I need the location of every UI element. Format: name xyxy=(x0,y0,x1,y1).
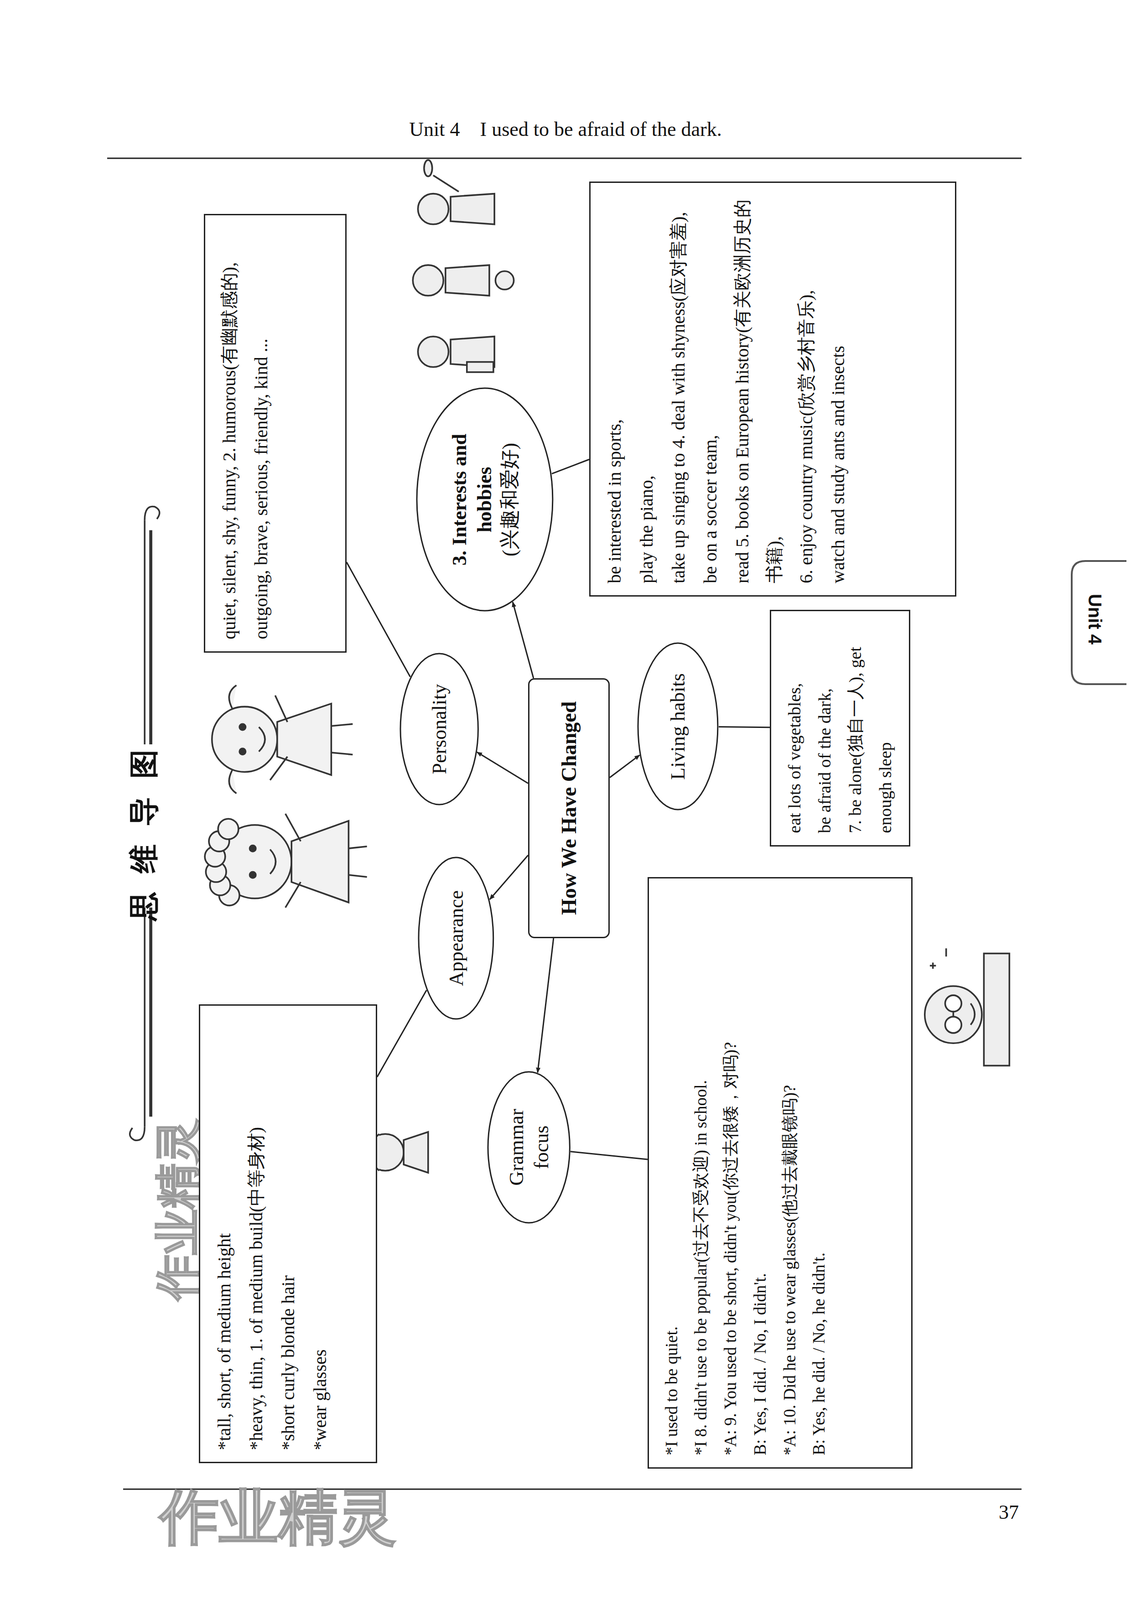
node-text: Grammar focus xyxy=(503,1093,555,1201)
boy-figure xyxy=(924,948,1010,1066)
node-text: *short curly blonde hair xyxy=(272,1017,305,1450)
node-text: eat lots of vegetables, xyxy=(779,622,810,834)
girl-figure xyxy=(204,813,368,908)
node-text: be afraid of the dark, xyxy=(809,622,841,834)
header-rule xyxy=(107,157,1022,160)
connector xyxy=(346,562,410,677)
node-text: B: Yes, he did. / No, he didn't. xyxy=(804,890,835,1456)
connector xyxy=(570,1151,648,1160)
node-text: take up singing to 4. deal with shyness(… xyxy=(662,194,695,584)
kids-figures xyxy=(412,160,514,373)
connector xyxy=(377,990,427,1077)
topic-ellipse: 3. Interests and hobbies(兴趣和爱好) xyxy=(415,387,554,613)
node-text: Appearance xyxy=(443,890,469,986)
girl-figure xyxy=(212,684,353,794)
node-text: 3. Interests and hobbies xyxy=(446,410,498,590)
page-header: Unit 4 I used to be afraid of the dark. xyxy=(0,117,1131,141)
topic-ellipse: Living habits xyxy=(637,642,719,811)
topic-ellipse: Personality xyxy=(399,652,479,806)
topic-ellipse: Appearance xyxy=(417,856,495,1020)
center-box: How We Have Changed xyxy=(528,678,610,939)
node-text: 6. enjoy country music(欣赏乡村音乐), xyxy=(790,194,823,584)
node-text: 7. be alone(独自一人), get enough sleep xyxy=(840,622,901,834)
node-text: be interested in sports, xyxy=(598,194,631,584)
node-text: How We Have Changed xyxy=(556,701,582,915)
section-heading: 思维导图 xyxy=(124,721,164,931)
node-text: play the piano, xyxy=(630,194,663,584)
node-text: quiet, silent, shy, funny, 2. humorous(有… xyxy=(213,227,278,639)
connector xyxy=(537,938,554,1073)
watermark: 作业精灵 xyxy=(159,1477,397,1558)
node-text: be on a soccer team, xyxy=(694,194,727,584)
connector xyxy=(718,726,770,728)
side-tab xyxy=(1071,560,1127,685)
node-text: *A: 9. You used to be short, didn't you(… xyxy=(715,890,746,1456)
page-number: 37 xyxy=(998,1500,1019,1524)
connector xyxy=(512,601,534,679)
node-text: read 5. books on European history(有关欧洲历史… xyxy=(726,194,791,584)
node-text: *wear glasses xyxy=(304,1017,337,1450)
detail-box: eat lots of vegetables,be afraid of the … xyxy=(769,609,911,847)
node-text: *A: 10. Did he use to wear glasses(他过去戴眼… xyxy=(775,890,805,1456)
node-text: Living habits xyxy=(665,673,691,780)
detail-box: be interested in sports,play the piano,t… xyxy=(589,181,957,597)
detail-box: *tall, short, of medium height*heavy, th… xyxy=(198,1004,378,1464)
mind-map-frame: How We Have ChangedAppearance *tall, shor… xyxy=(122,163,1020,1479)
detail-box: quiet, silent, shy, funny, 2. humorous(有… xyxy=(203,213,347,653)
detail-box: *I used to be quiet.*I 8. didn't use to … xyxy=(647,876,913,1469)
node-text: watch and study ants and insects xyxy=(822,194,855,584)
node-text: (兴趣和爱好) xyxy=(497,442,523,557)
node-text: *I 8. didn't use to be popular(过去不受欢迎) i… xyxy=(686,890,716,1456)
node-text: *I used to be quiet. xyxy=(657,890,687,1456)
side-tab-label: Unit 4 xyxy=(1084,573,1106,665)
connector xyxy=(609,755,640,778)
topic-ellipse: Grammar focus xyxy=(487,1070,571,1224)
node-text: Personality xyxy=(426,684,452,775)
ellipse-outline xyxy=(487,1070,571,1224)
connector xyxy=(551,459,590,474)
node-text: *heavy, thin, 1. of medium build(中等身材) xyxy=(240,1017,273,1450)
connector xyxy=(477,752,529,784)
node-text: B: Yes, I did. / No, I didn't. xyxy=(745,890,776,1456)
connector xyxy=(489,855,529,900)
node-text: *tall, short, of medium height xyxy=(208,1017,241,1450)
